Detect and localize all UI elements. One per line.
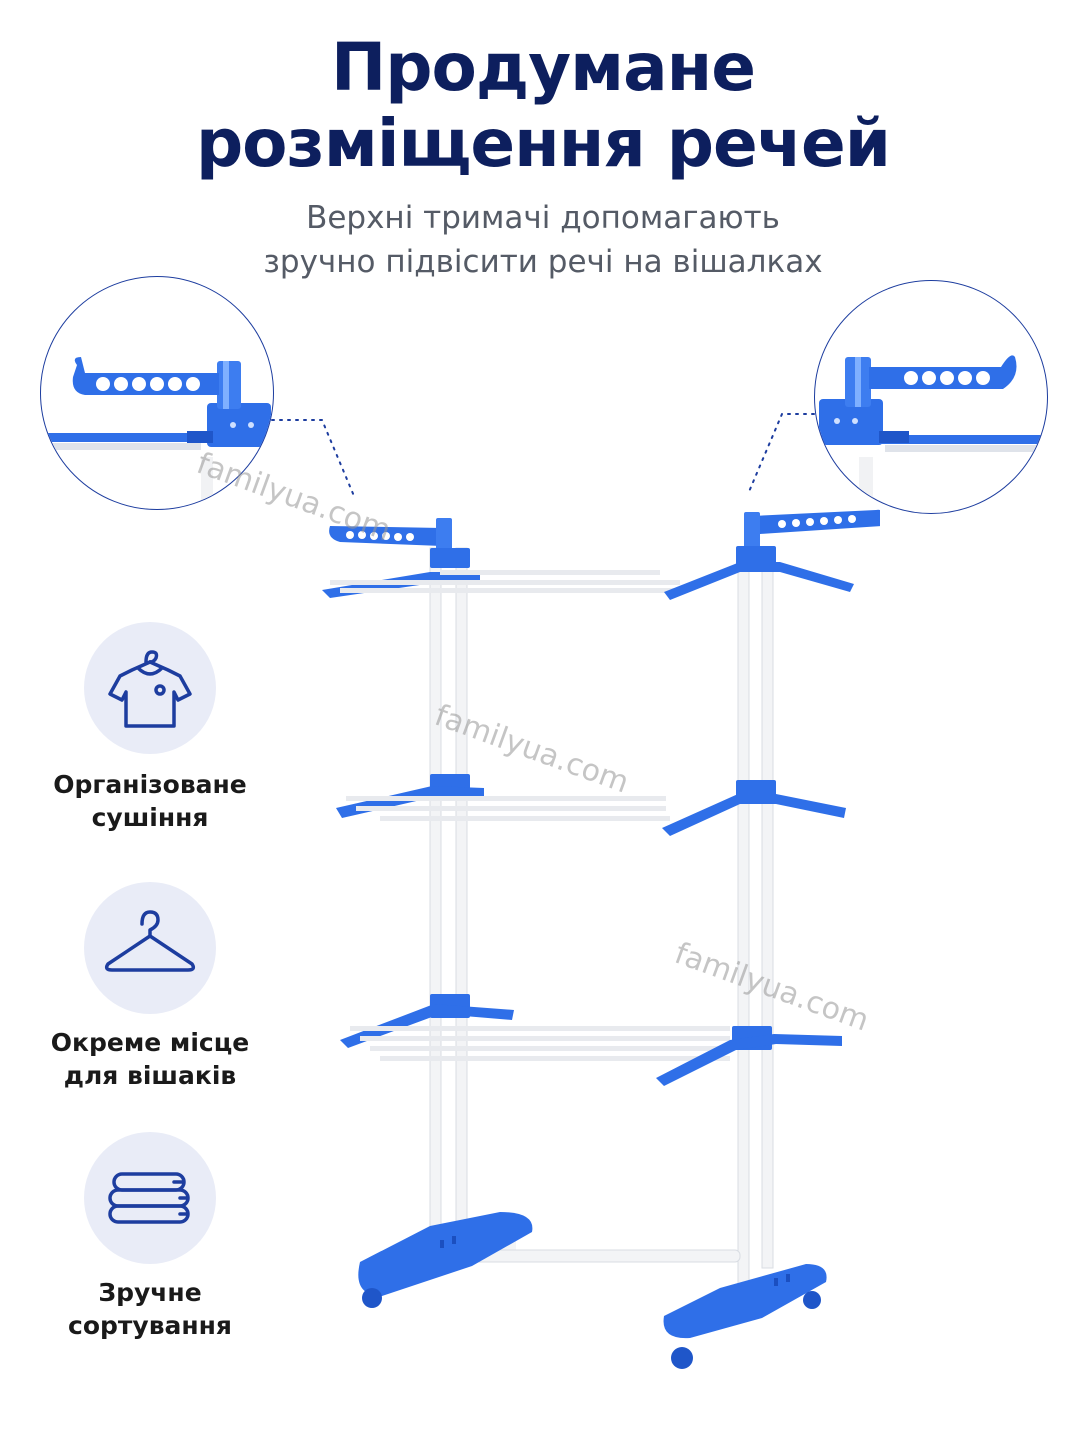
feature-text-line: Зручне (98, 1278, 202, 1307)
feature-text-line: сушіння (91, 803, 209, 832)
tshirt-on-hanger-icon (108, 650, 192, 728)
feature-icon-circle-sorting (84, 1132, 216, 1264)
feature-text-line: Організоване (53, 770, 247, 799)
title-line-2: розміщення речей (195, 105, 891, 182)
drying-rack-image (322, 509, 880, 1369)
feature-text-line: для вішаків (63, 1061, 237, 1090)
subtitle-line-2: зручно підвісити речі на вішалках (263, 244, 823, 280)
feature-text-line: Окреме місце (50, 1028, 250, 1057)
hanger-icon (104, 910, 196, 972)
zoom-detail-left (40, 276, 274, 510)
folded-stack-icon (108, 1172, 190, 1224)
page-subtitle: Верхні тримачі допомагають зручно підвіс… (0, 196, 1086, 284)
subtitle-line-1: Верхні тримачі допомагають (306, 200, 780, 236)
feature-icon-circle-drying (84, 622, 216, 754)
feature-label-hangers: Окреме місце для вішаків (30, 1026, 270, 1092)
zoom-detail-right (814, 280, 1048, 514)
page-title: Продумане розміщення речей (0, 30, 1086, 182)
feature-label-drying: Організоване сушіння (30, 768, 270, 834)
feature-icon-circle-hangers (84, 882, 216, 1014)
feature-label-sorting: Зручне сортування (30, 1276, 270, 1342)
feature-text-line: сортування (68, 1311, 232, 1340)
title-line-1: Продумане (331, 29, 756, 106)
top-holder-detail-icon (815, 355, 1047, 513)
top-holder-detail-icon (41, 357, 273, 509)
